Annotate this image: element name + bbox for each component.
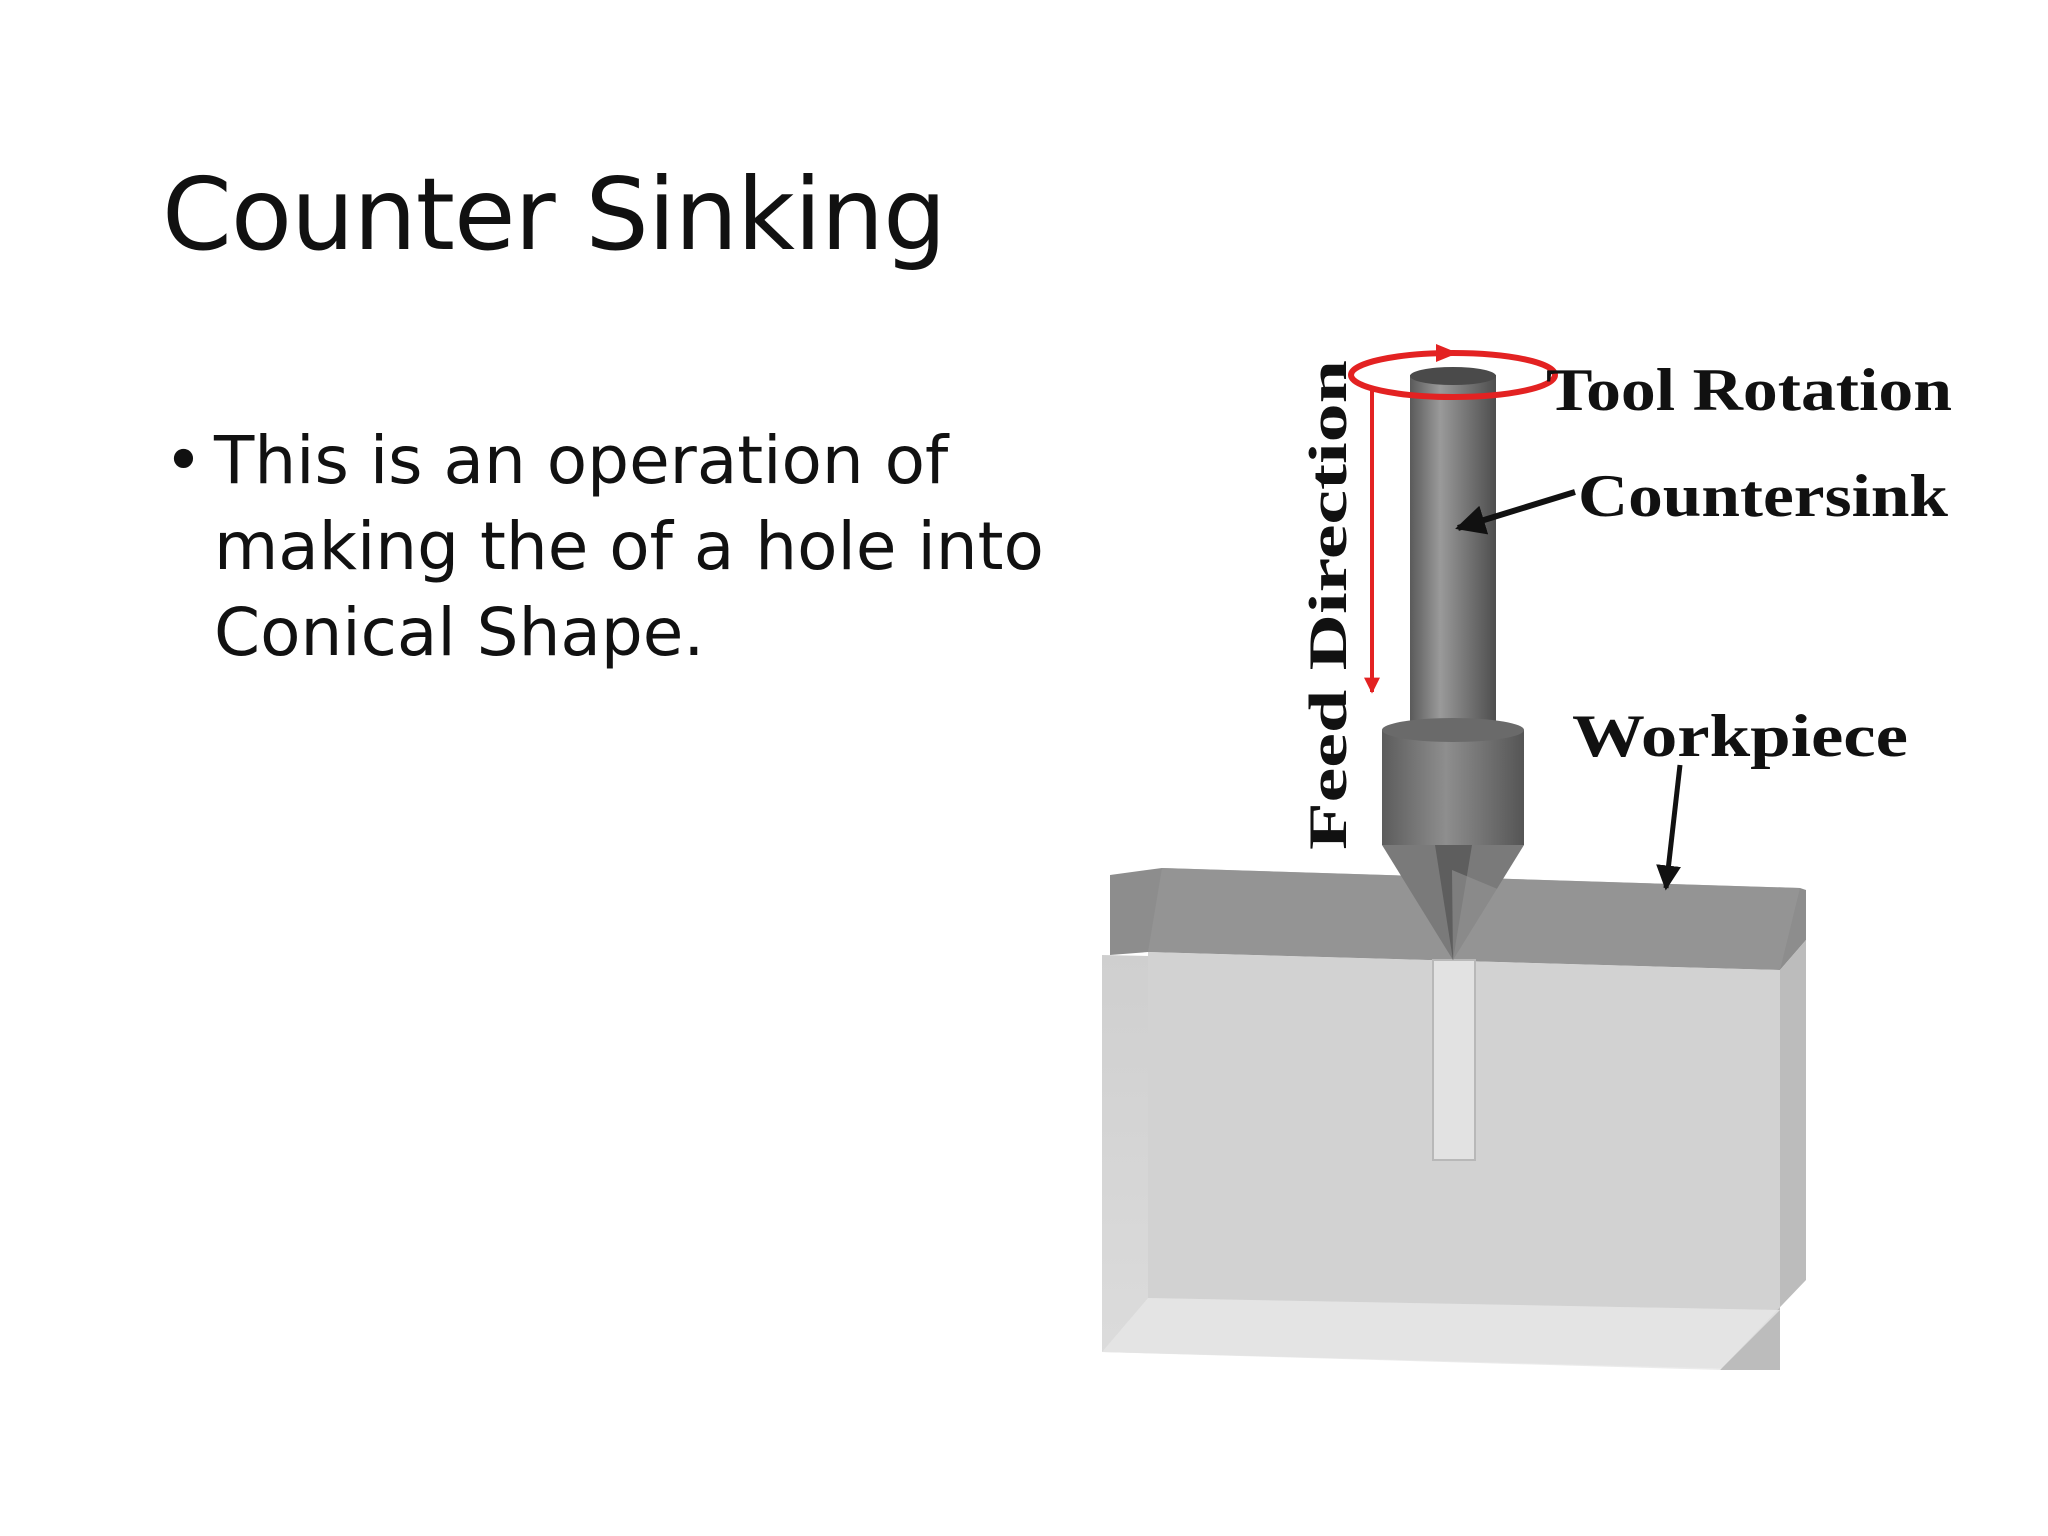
workpiece-label: Workpiece <box>1572 703 1908 769</box>
countersink-pointer-arrow <box>1455 489 1576 535</box>
countersinking-diagram: Tool Rotation Countersink Workpiece Feed… <box>1080 330 1980 1390</box>
countersink-label: Countersink <box>1578 463 1949 529</box>
slide-title: Counter Sinking <box>162 156 947 273</box>
countersink-tool <box>1382 367 1524 960</box>
tool-rotation-label: Tool Rotation <box>1546 357 1952 423</box>
tool-collar <box>1382 730 1524 845</box>
bullet-item: • This is an operation of making the of … <box>162 418 1062 676</box>
pilot-hole <box>1432 959 1476 1161</box>
bullet-marker: • <box>164 422 203 499</box>
diagram-svg: Tool Rotation Countersink Workpiece Feed… <box>1102 344 1952 1370</box>
tool-shank <box>1410 375 1496 770</box>
workpiece-bottom-edge <box>1102 1298 1780 1370</box>
workpiece-pointer-arrow <box>1656 764 1683 891</box>
bullet-text: This is an operation of making the of a … <box>214 422 1044 671</box>
bullet-list: • This is an operation of making the of … <box>162 418 1062 676</box>
tool-rotation-icon <box>1348 344 1558 400</box>
feed-direction-label: Feed Direction <box>1298 360 1358 850</box>
workpiece-side-face <box>1720 940 1806 1370</box>
tool-collar-top <box>1382 718 1524 742</box>
tool-cone-highlight <box>1452 870 1500 960</box>
tool-shank-top <box>1410 367 1496 385</box>
